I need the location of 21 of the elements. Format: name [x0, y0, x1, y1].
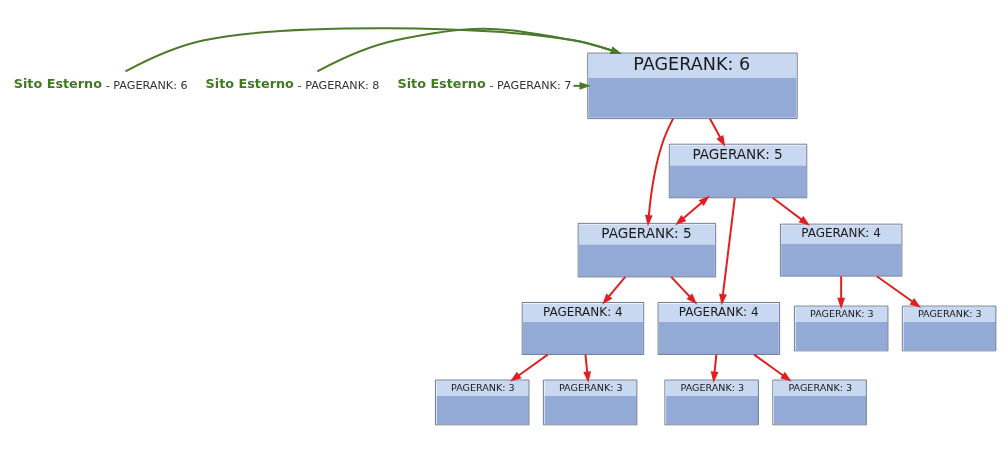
node-label: - PAGERANK: 7	[489, 78, 572, 92]
arrow	[837, 274, 846, 309]
arrow	[124, 26, 622, 72]
node-text: Sito Esterno	[397, 75, 486, 91]
arrow	[708, 117, 726, 147]
node-label: - PAGERANK: 6	[105, 78, 188, 92]
arrow	[602, 275, 627, 305]
node-text: Sito Esterno	[205, 75, 294, 91]
arrow	[583, 353, 592, 383]
arrow	[710, 353, 719, 383]
node-text: Sito Esterno	[13, 75, 102, 91]
arrow	[675, 195, 710, 225]
arrow	[719, 196, 736, 305]
arrow	[644, 117, 675, 226]
arrow	[670, 275, 698, 304]
arrow	[316, 27, 622, 72]
node-label: - PAGERANK: 8	[297, 78, 380, 92]
arrow	[510, 353, 549, 382]
arrow	[771, 196, 810, 226]
arrow	[875, 274, 921, 308]
arrow	[753, 353, 792, 382]
